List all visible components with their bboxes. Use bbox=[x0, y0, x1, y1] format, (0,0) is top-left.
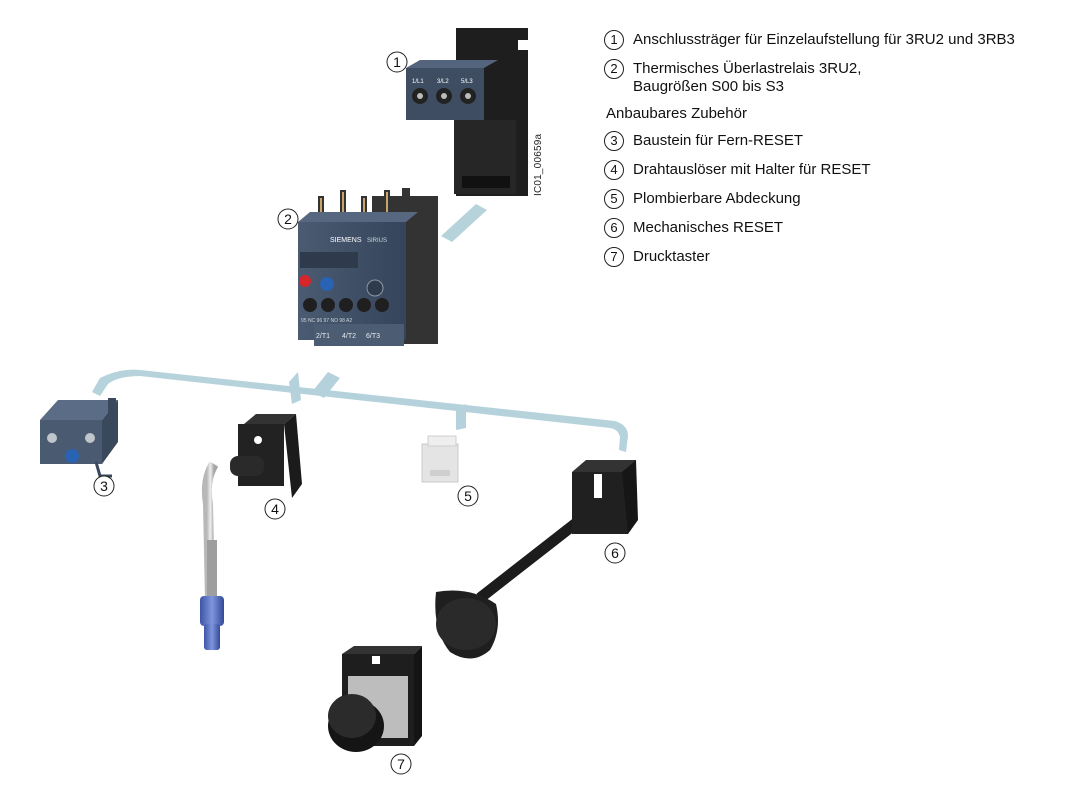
callout-7: 7 bbox=[391, 754, 411, 774]
svg-text:6: 6 bbox=[611, 545, 619, 561]
terminal-label-bottom-3: 6/T3 bbox=[366, 333, 380, 340]
legend-item-7: 7 Drucktaster bbox=[604, 247, 1064, 267]
legend-text: Drahtauslöser mit Halter für RESET bbox=[633, 160, 871, 179]
svg-text:4: 4 bbox=[271, 501, 279, 517]
overload-relay: SIEMENS SIRIUS 95 NC 96 97 NO 98 A2 2/T1… bbox=[298, 188, 438, 346]
callout-1: 1 bbox=[387, 52, 407, 72]
svg-text:5: 5 bbox=[464, 488, 472, 504]
legend-heading: Anbaubares Zubehör bbox=[606, 105, 1064, 123]
legend-item-3: 3 Baustein für Fern-RESET bbox=[604, 131, 1064, 151]
terminal-label-top-3: 5/L3 bbox=[461, 79, 473, 85]
remote-reset-module bbox=[40, 398, 118, 476]
terminal-support: 1/L1 3/L2 5/L3 bbox=[406, 28, 528, 196]
wire-release bbox=[200, 414, 302, 650]
callout-3: 3 bbox=[94, 476, 114, 496]
legend-text: Baustein für Fern-RESET bbox=[633, 131, 803, 150]
legend-number: 2 bbox=[604, 59, 624, 79]
callout-4: 4 bbox=[265, 499, 285, 519]
legend-number: 3 bbox=[604, 131, 624, 151]
legend-item-4: 4 Drahtauslöser mit Halter für RESET bbox=[604, 160, 1064, 180]
svg-text:2: 2 bbox=[284, 211, 292, 227]
callout-2: 2 bbox=[278, 209, 298, 229]
image-code: IC01_00659a bbox=[533, 134, 544, 196]
legend-number: 5 bbox=[604, 189, 624, 209]
callout-5: 5 bbox=[458, 486, 478, 506]
reset-button bbox=[320, 277, 334, 291]
legend-text: Anschlussträger für Einzelaufstellung fü… bbox=[633, 30, 1015, 49]
sealable-cover bbox=[422, 436, 458, 482]
legend-item-6: 6 Mechanisches RESET bbox=[604, 218, 1064, 238]
brand-label: SIEMENS bbox=[330, 237, 362, 244]
legend-text: Thermisches Überlastrelais 3RU2, Baugröß… bbox=[633, 59, 861, 96]
legend-number: 6 bbox=[604, 218, 624, 238]
legend-text: Plombierbare Abdeckung bbox=[633, 189, 801, 208]
legend-item-2: 2 Thermisches Überlastrelais 3RU2, Baugr… bbox=[604, 59, 1064, 96]
legend-item-5: 5 Plombierbare Abdeckung bbox=[604, 189, 1064, 209]
terminal-label-top-2: 3/L2 bbox=[437, 79, 449, 85]
legend: 1 Anschlussträger für Einzelaufstellung … bbox=[604, 30, 1064, 276]
svg-text:3: 3 bbox=[100, 478, 108, 494]
legend-number: 1 bbox=[604, 30, 624, 50]
svg-text:1: 1 bbox=[393, 54, 401, 70]
svg-text:7: 7 bbox=[397, 756, 405, 772]
series-label: SIRIUS bbox=[367, 238, 387, 244]
pushbutton bbox=[328, 646, 422, 752]
test-button bbox=[299, 275, 311, 287]
legend-number: 4 bbox=[604, 160, 624, 180]
legend-text: Drucktaster bbox=[633, 247, 710, 266]
terminal-label-bottom-2: 4/T2 bbox=[342, 333, 356, 340]
callout-6: 6 bbox=[605, 543, 625, 563]
legend-item-1: 1 Anschlussträger für Einzelaufstellung … bbox=[604, 30, 1064, 50]
terminal-label-bottom-1: 2/T1 bbox=[316, 333, 330, 340]
terminal-label-top-1: 1/L1 bbox=[412, 79, 424, 85]
legend-text: Mechanisches RESET bbox=[633, 218, 783, 237]
contacts-label: 95 NC 96 97 NO 98 A2 bbox=[301, 318, 352, 324]
legend-number: 7 bbox=[604, 247, 624, 267]
